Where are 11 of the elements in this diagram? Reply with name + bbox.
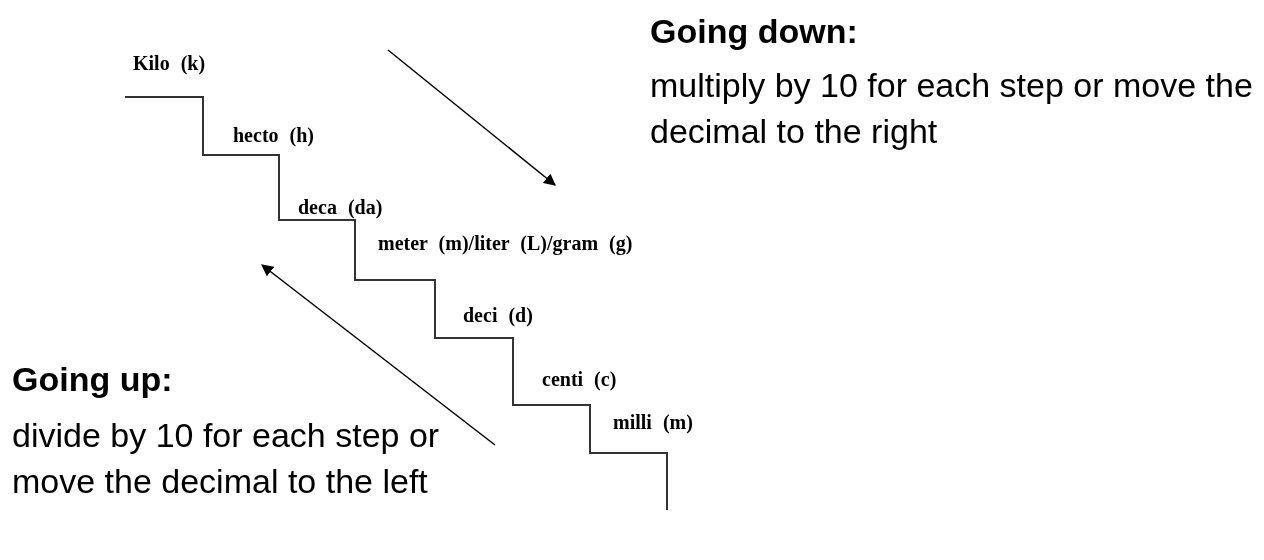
heading: Going down: [650, 12, 858, 51]
prefix-label: Kilo (k) [133, 52, 206, 75]
instruction-text: multiply by 10 for each step or move the decimal to the right [650, 65, 1254, 152]
prefix-label: deca (da) [298, 196, 383, 219]
heading: Going up: [12, 360, 173, 399]
prefix-label: hecto (h) [233, 124, 314, 147]
prefix-label: deci (d) [463, 304, 533, 327]
instruction-text: divide by 10 for each step or move the decimal to the left [12, 415, 441, 502]
prefix-label: milli (m) [613, 411, 693, 434]
unit-label: meter (m)/liter (L)/gram (g) [378, 232, 633, 255]
prefix-label: centi (c) [542, 368, 617, 391]
